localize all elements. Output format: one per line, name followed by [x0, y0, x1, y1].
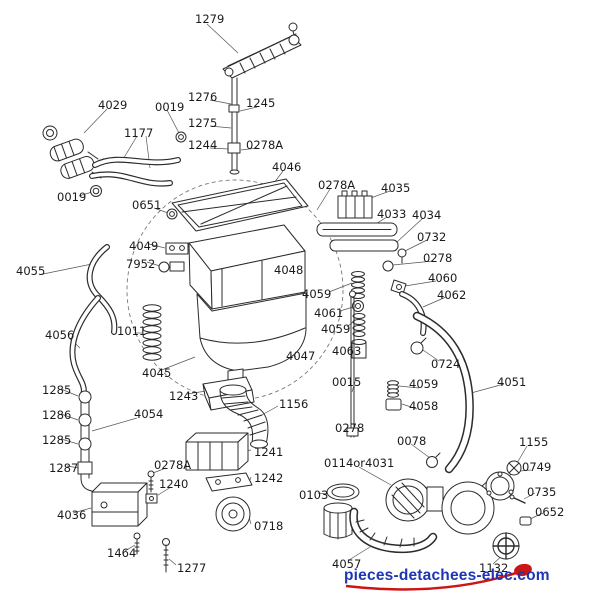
ring-drawing-0019-bottom: [90, 185, 102, 197]
grommet-drawing-0651: [166, 208, 178, 220]
bracket-box-drawing-1241: [185, 432, 249, 471]
left-hose-drawing-4055: [86, 244, 118, 335]
heating-element-drawing-4033: [316, 222, 398, 237]
screw-drawing-1464: [133, 532, 141, 555]
screw-drawing-0278A-left: [147, 470, 155, 493]
top-pipe-bracket-drawing: [222, 22, 302, 79]
clamp-drawing-0278-right: [382, 260, 394, 272]
motor-pump-drawing-0114or4031: [385, 478, 444, 522]
fill-hoses-drawing-1177: [89, 156, 181, 187]
inlet-valve-drawing: [42, 125, 102, 179]
inlet-tube-drawing: [227, 77, 241, 175]
impeller-drawing-0749: [506, 460, 522, 476]
part-drawing-7952: [158, 261, 185, 273]
device-box-drawing-4036: [91, 482, 148, 527]
clamp-drawing-0078: [426, 452, 441, 468]
filter-cap-drawing: [323, 502, 353, 540]
ring-drawing-0019-top: [175, 131, 187, 143]
rod-drawing-0015: [349, 290, 356, 438]
clip-drawing-0652: [519, 516, 532, 526]
screw-drawing-1277: [162, 538, 170, 573]
filter-knob-drawing-1132: [492, 532, 520, 560]
right-hose-drawing-4051: [412, 311, 474, 474]
pump-flange-drawing-1155: [485, 471, 515, 501]
watermark-text: pieces-detachees-elec.com: [344, 567, 550, 584]
gasket-drawing-0103: [326, 483, 360, 501]
spring-drawing-4059-mid: [352, 313, 366, 337]
cylinder-drawing-4058: [385, 398, 402, 411]
cylinder-drawing-4063: [351, 339, 367, 359]
connector-block-drawing-4035: [337, 190, 373, 219]
pump-volute-drawing: [441, 475, 495, 535]
spring-drawing-1011: [142, 304, 162, 361]
tub-upper-half-drawing: [188, 224, 306, 310]
pin-drawing-0735: [509, 494, 526, 504]
watermark-swoosh: [345, 563, 532, 591]
sensor-drawing-0732: [397, 248, 407, 264]
drain-bellows-drawing-1156: [219, 384, 269, 449]
heating-element-drawing-4034: [329, 239, 399, 252]
bracket-drawing-4049: [165, 242, 189, 255]
tub-top-cover-drawing: [171, 178, 309, 232]
part-drawing-1240: [145, 493, 158, 504]
left-hose-drawing-4056: [69, 295, 101, 395]
spring-drawing-4059-low: [387, 380, 399, 398]
cover-dish-drawing-0718: [215, 496, 251, 532]
clamp-drawing-0724: [410, 337, 427, 355]
ring-drawing-4061: [352, 300, 364, 312]
bracket-plate-drawing-1242: [205, 472, 253, 492]
clamp-drawing-0278-bottom: [346, 427, 359, 437]
drain-hose-left-drawing: [77, 390, 93, 492]
hose-drawing-4062: [399, 291, 427, 336]
drain-hose-drawing-4057: [349, 507, 438, 554]
